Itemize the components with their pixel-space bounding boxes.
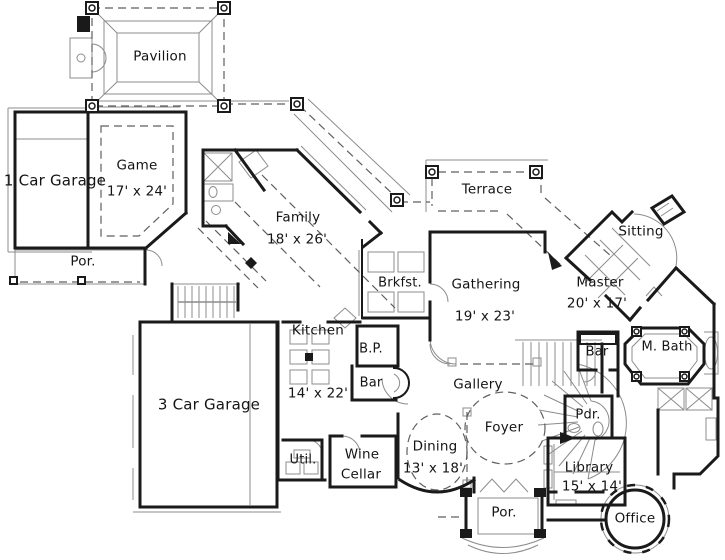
room-label-porch-front: Por. — [491, 504, 517, 521]
room-label-master-bath: M. Bath — [641, 339, 693, 355]
room-label-wine-cellar-line2: Cellar — [340, 466, 382, 483]
column — [679, 326, 690, 337]
room-label-gathering: Gathering — [451, 276, 521, 293]
column-posts — [9, 1, 690, 382]
room-label-porch-left: Por. — [70, 253, 96, 270]
room-label-powder: Pdr. — [575, 407, 601, 423]
room-label-wine-cellar-line1: Wine — [344, 446, 380, 463]
room-label-pavilion: Pavilion — [133, 48, 187, 65]
column — [679, 371, 690, 382]
room-label-foyer: Foyer — [484, 419, 524, 436]
room-dims-kitchen: 14' x 22' — [287, 385, 349, 402]
room-dims-gathering: 19' x 23' — [454, 308, 516, 325]
post — [529, 165, 543, 179]
office-window-ring — [599, 483, 671, 555]
room-label-dining: Dining — [412, 438, 458, 455]
room-label-utility: Util. — [289, 452, 317, 468]
room-label-1-car-garage: 1 Car Garage — [3, 171, 107, 190]
room-dims-game: 17' x 24' — [106, 183, 168, 200]
post — [217, 1, 231, 15]
room-label-3-car-garage: 3 Car Garage — [157, 395, 261, 414]
column — [631, 326, 642, 337]
room-label-master: Master — [576, 274, 624, 291]
room-label-bar-master: Bar — [585, 344, 609, 360]
room-label-sitting: Sitting — [618, 223, 664, 240]
post — [390, 193, 404, 207]
walls-layer — [13, 110, 720, 550]
post — [85, 1, 99, 15]
room-label-game: Game — [116, 157, 158, 174]
room-label-library: Library — [564, 459, 614, 476]
room-dims-library: 15' x 14' — [561, 478, 623, 495]
room-label-office: Office — [614, 510, 656, 527]
room-label-terrace: Terrace — [461, 181, 513, 198]
post — [425, 165, 439, 179]
post — [77, 276, 86, 285]
post — [85, 99, 99, 113]
solid-fills-layer — [77, 16, 576, 538]
post — [9, 276, 18, 285]
room-dims-master: 20' x 17' — [566, 295, 628, 312]
room-label-butlers-pantry: B.P. — [359, 341, 383, 357]
room-label-family: Family — [275, 209, 321, 226]
room-label-breakfast: Brkfst. — [378, 275, 422, 291]
room-dims-family: 18' x 26' — [266, 231, 328, 248]
post — [217, 99, 231, 113]
room-dims-dining: 13' x 18' — [402, 460, 464, 477]
room-label-gallery: Gallery — [453, 376, 503, 393]
post — [290, 97, 304, 111]
room-label-kitchen: Kitchen — [291, 322, 345, 339]
room-label-bar-gallery: Bar — [359, 375, 383, 391]
column — [631, 371, 642, 382]
